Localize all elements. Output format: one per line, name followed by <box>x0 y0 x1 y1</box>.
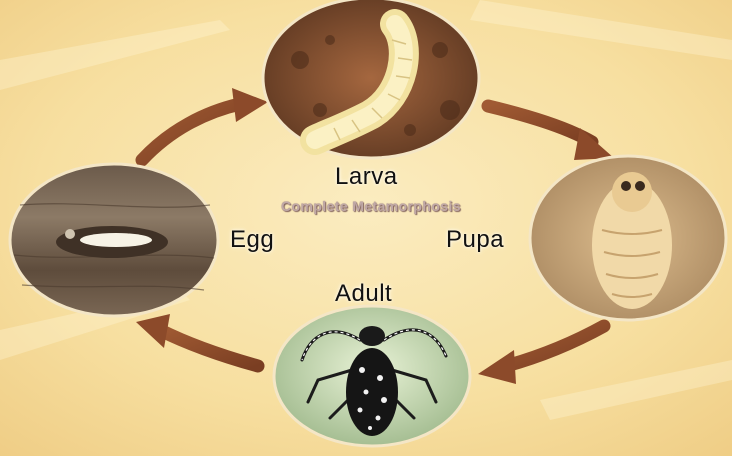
stage-label-pupa: Pupa <box>446 226 504 254</box>
stage-label-adult: Adult <box>335 280 392 308</box>
egg-photo <box>10 164 218 316</box>
diagram-title: Complete Metamorphosis <box>246 198 496 214</box>
adult-beetle-photo <box>274 306 470 446</box>
stage-label-larva: Larva <box>335 163 398 191</box>
pupa-photo <box>530 156 726 320</box>
stage-label-egg: Egg <box>230 226 274 254</box>
larva-photo <box>263 0 479 158</box>
